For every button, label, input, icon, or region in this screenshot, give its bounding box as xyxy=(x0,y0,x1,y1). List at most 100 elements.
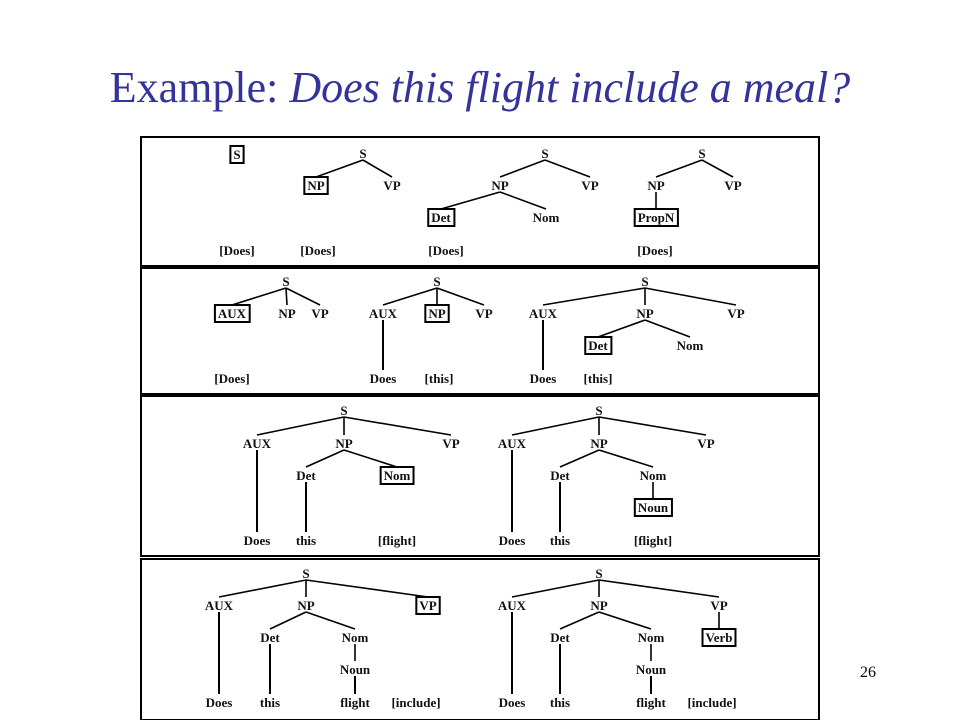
input-word: [Does] xyxy=(300,243,335,258)
node-vp: VP xyxy=(419,598,436,613)
tree-edge xyxy=(218,579,307,598)
node-vp: VP xyxy=(724,178,741,193)
current-node-box xyxy=(584,336,613,355)
tree-edge xyxy=(343,449,398,468)
node-verb: Verb xyxy=(706,630,733,645)
word-leaf: [Does] xyxy=(214,371,249,386)
node-np: NP xyxy=(636,306,653,321)
parse-tree: S xyxy=(229,145,245,164)
node-np: NP xyxy=(307,178,324,193)
node-s: S xyxy=(359,146,366,161)
node-noun: Noun xyxy=(636,662,667,677)
title-prefix: Example: xyxy=(109,63,290,112)
node-vp: VP xyxy=(697,436,714,451)
word-leaf: Does xyxy=(499,533,526,548)
word-leaf: [this] xyxy=(584,371,613,386)
node-s: S xyxy=(282,274,289,289)
node-det: Det xyxy=(550,468,570,483)
panel-frame xyxy=(140,136,820,267)
tree-edge xyxy=(362,159,393,178)
word-leaf: Does xyxy=(244,533,271,548)
node-s: S xyxy=(433,274,440,289)
word-leaf: flight xyxy=(636,695,666,710)
node-aux: AUX xyxy=(369,306,398,321)
node-s: S xyxy=(698,146,705,161)
tree-edge xyxy=(598,579,720,598)
node-np: NP xyxy=(428,306,445,321)
tree-edge xyxy=(315,159,364,178)
node-nom: Nom xyxy=(640,468,667,483)
tree-edge xyxy=(305,611,356,630)
node-aux: AUX xyxy=(218,306,247,321)
tree-edge xyxy=(644,319,691,338)
word-leaf: [this] xyxy=(425,371,454,386)
tree-edge xyxy=(598,416,707,436)
node-noun: Noun xyxy=(638,500,669,515)
node-s: S xyxy=(340,403,347,418)
node-np: NP xyxy=(590,598,607,613)
tree-edge xyxy=(436,287,485,306)
current-node-box xyxy=(415,596,441,615)
tree-edge xyxy=(499,159,546,178)
tree-edge xyxy=(499,191,547,210)
word-leaf: this xyxy=(296,533,316,548)
tree-edge xyxy=(598,611,652,630)
word-leaf: Does xyxy=(530,371,557,386)
node-propn: PropN xyxy=(638,210,675,225)
node-nom: Nom xyxy=(638,630,665,645)
tree-edge xyxy=(544,159,591,178)
node-np: NP xyxy=(278,306,295,321)
node-aux: AUX xyxy=(529,306,558,321)
tree-edge xyxy=(598,449,654,468)
tree-edge xyxy=(382,287,438,306)
tree-edge xyxy=(305,579,429,598)
node-aux: AUX xyxy=(498,436,527,451)
node-nom: Nom xyxy=(342,630,369,645)
node-nom: Nom xyxy=(533,210,560,225)
current-node-box xyxy=(633,498,673,517)
node-noun: Noun xyxy=(340,662,371,677)
current-node-box xyxy=(701,628,737,647)
node-det: Det xyxy=(588,338,608,353)
tree-edge xyxy=(285,287,321,306)
panel-frame xyxy=(140,267,820,395)
tree-edge xyxy=(305,449,345,468)
tree-edge xyxy=(343,416,452,436)
panel-frame xyxy=(140,395,820,557)
node-vp: VP xyxy=(727,306,744,321)
node-aux: AUX xyxy=(243,436,272,451)
input-word: [Does] xyxy=(637,243,672,258)
tree-edge xyxy=(511,579,600,598)
word-leaf: Does xyxy=(370,371,397,386)
panel-frame xyxy=(140,558,820,720)
tree-edge xyxy=(269,611,307,630)
tree-edge xyxy=(655,159,703,178)
node-vp: VP xyxy=(442,436,459,451)
current-node-box xyxy=(303,176,329,195)
tree-edge xyxy=(559,611,600,630)
node-s: S xyxy=(302,566,309,581)
tree-edge xyxy=(256,416,345,436)
input-word: [Does] xyxy=(219,243,254,258)
tree-edge xyxy=(440,191,501,210)
node-det: Det xyxy=(431,210,451,225)
current-node-box xyxy=(424,304,450,323)
node-np: NP xyxy=(590,436,607,451)
current-node-box xyxy=(633,208,679,227)
node-s: S xyxy=(541,146,548,161)
word-leaf: [include] xyxy=(391,695,440,710)
word-leaf: [flight] xyxy=(634,533,672,548)
current-node-box xyxy=(229,145,245,164)
tree-edge xyxy=(511,416,600,436)
current-node-box xyxy=(379,466,415,485)
